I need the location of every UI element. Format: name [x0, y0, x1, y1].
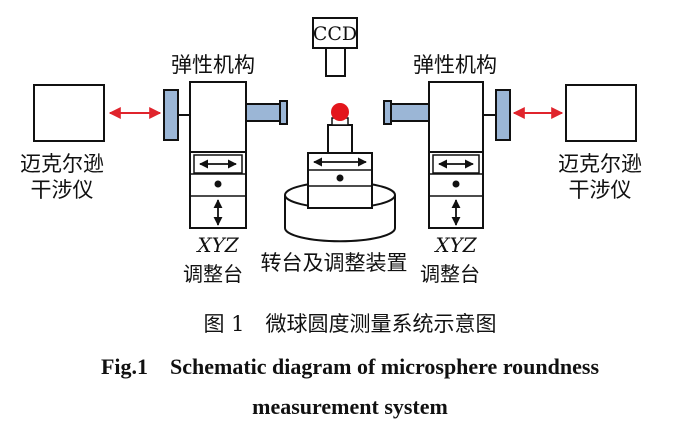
caption-en-line1: Fig.1 Schematic diagram of microsphere r… — [101, 354, 599, 379]
caption-en-line2: measurement system — [252, 394, 448, 419]
interferometer-right: 迈克尔逊 干涉仪 — [512, 84, 642, 202]
turntable-assembly: 转台及调整装置 — [261, 103, 408, 275]
xyz-right-label: XYZ — [433, 233, 477, 257]
elastic-right-plate — [495, 89, 511, 141]
interferometer-right-label-2: 干涉仪 — [569, 178, 632, 202]
right-xyz-stage: 弹性机构 XYZ 调整台 — [383, 53, 511, 286]
interferometer-left-label-2: 干涉仪 — [31, 178, 94, 202]
ccd-label: CCD — [313, 23, 357, 45]
microsphere — [331, 103, 349, 121]
caption-cn: 图 1 微球圆度测量系统示意图 — [203, 312, 496, 336]
interferometer-left-label-1: 迈克尔逊 — [20, 152, 104, 176]
stage-right-label: 调整台 — [420, 262, 480, 286]
interferometer-left: 迈克尔逊 干涉仪 — [20, 84, 162, 202]
elastic-left-plate — [163, 89, 179, 141]
ccd-camera: CCD — [312, 17, 358, 77]
turntable-label: 转台及调整装置 — [261, 251, 408, 275]
probe-right — [390, 103, 430, 122]
interferometer-right-label-1: 迈克尔逊 — [558, 152, 642, 176]
figure-caption: 图 1 微球圆度测量系统示意图 Fig.1 Schematic diagram … — [101, 312, 599, 419]
elastic-left-label: 弹性机构 — [171, 53, 255, 77]
left-xyz-stage: 弹性机构 XYZ 调整台 — [163, 53, 288, 286]
stage-left-label: 调整台 — [183, 262, 243, 286]
elastic-right-label: 弹性机构 — [413, 53, 497, 77]
probe-left — [245, 103, 281, 122]
xyz-left-label: XYZ — [195, 233, 239, 257]
